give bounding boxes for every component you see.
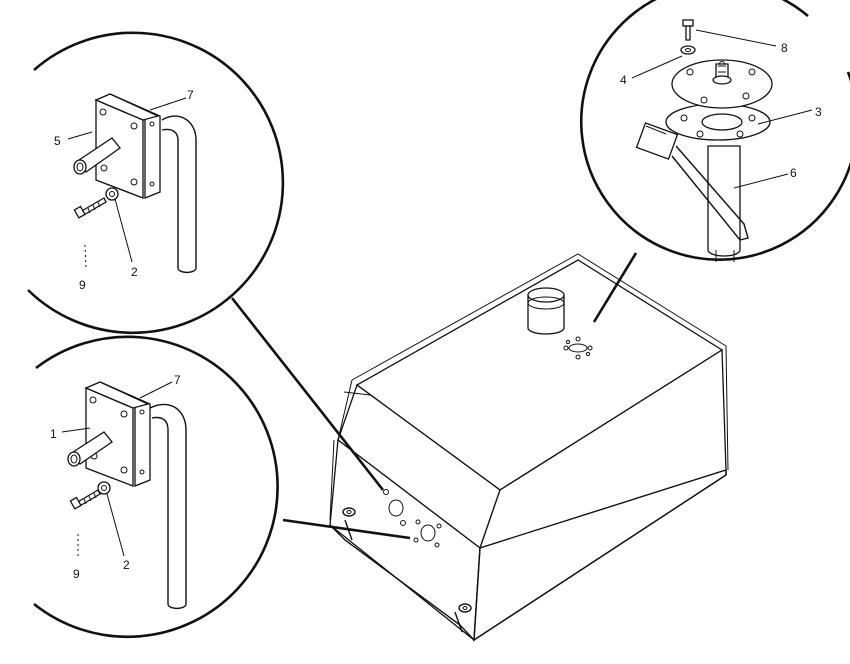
callout-top-right-3: 3 [815,105,822,119]
leader-top-right-to-tank [592,252,638,323]
callout-bottom-left-7: 7 [174,373,181,387]
leader-top-left-to-tank [230,297,385,491]
callout-top-left-5: 5 [54,134,61,148]
sender-mount-holes [563,336,593,360]
fuel-tank [329,253,729,642]
filler-cap [527,287,565,335]
leader-bottom-left-to-tank [282,518,411,540]
callout-top-left-2: 2 [131,265,138,279]
callout-top-right-6: 6 [790,166,797,180]
callout-bottom-left-2: 2 [123,558,130,572]
callout-top-right-4: 4 [620,73,627,87]
detail-circle-top-left: 7 5 2 9 [27,31,285,335]
callout-top-left-9: 9 [79,278,86,292]
callout-bottom-left-9: 9 [73,567,80,581]
callout-top-left-7: 7 [187,88,194,102]
detail-circle-bottom-left: 7 1 2 9 [33,335,279,639]
end-face-ports [383,489,442,548]
callout-bottom-left-1: 1 [50,427,57,441]
corner-bolts [342,507,472,613]
callout-top-right-8: 8 [781,41,788,55]
detail-circle-top-right: 8 4 3 6 [579,0,850,262]
